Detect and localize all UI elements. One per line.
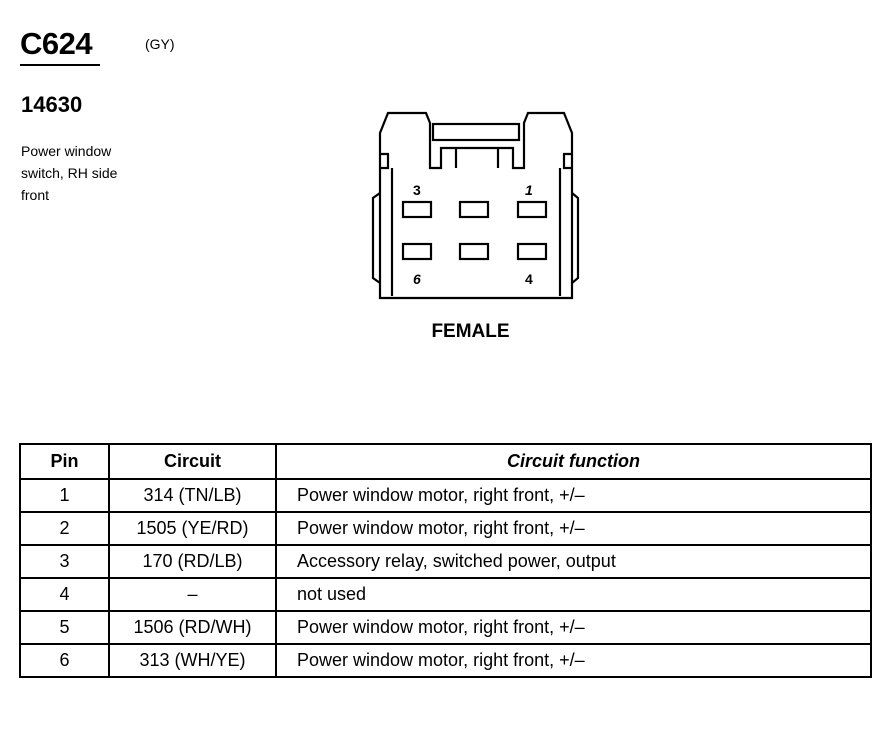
connector-body-outline bbox=[378, 111, 574, 300]
cavity-label-1: 1 bbox=[525, 182, 533, 198]
connector-description: Power window switch, RH side front bbox=[21, 140, 161, 206]
pin-cell: 3 bbox=[19, 544, 110, 579]
color-code: (GY) bbox=[145, 36, 175, 52]
connector-gender: FEMALE bbox=[431, 321, 510, 342]
circuit-cell: 314 (TN/LB) bbox=[108, 478, 277, 513]
connector-id: C624 bbox=[20, 26, 100, 66]
circuit-cell: – bbox=[108, 577, 277, 612]
function-cell: Accessory relay, switched power, output bbox=[275, 544, 872, 579]
function-cell: Power window motor, right front, +/– bbox=[275, 478, 872, 513]
right-notch bbox=[562, 152, 572, 170]
cavity bbox=[401, 242, 433, 261]
left-notch bbox=[380, 152, 390, 170]
table-row: 3 170 (RD/LB) Accessory relay, switched … bbox=[19, 544, 872, 579]
pin-cell: 6 bbox=[19, 643, 110, 678]
table-row: 5 1506 (RD/WH) Power window motor, right… bbox=[19, 610, 872, 645]
header-pin: Pin bbox=[19, 443, 110, 480]
pin-cell: 2 bbox=[19, 511, 110, 546]
cavity-label-4: 4 bbox=[525, 271, 533, 287]
description-line: Power window bbox=[21, 143, 112, 159]
latch-inner bbox=[454, 148, 500, 168]
table-row: 2 1505 (YE/RD) Power window motor, right… bbox=[19, 511, 872, 546]
table-row: 1 314 (TN/LB) Power window motor, right … bbox=[19, 478, 872, 513]
circuit-cell: 313 (WH/YE) bbox=[108, 643, 277, 678]
header-circuit-function: Circuit function bbox=[275, 443, 872, 480]
cavity-label-6: 6 bbox=[413, 271, 421, 287]
circuit-cell: 1505 (YE/RD) bbox=[108, 511, 277, 546]
cavity bbox=[516, 200, 548, 219]
pin-cell: 5 bbox=[19, 610, 110, 645]
function-cell: Power window motor, right front, +/– bbox=[275, 511, 872, 546]
cavity bbox=[458, 242, 490, 261]
header-circuit: Circuit bbox=[108, 443, 277, 480]
cavity bbox=[458, 200, 490, 219]
circuit-cell: 1506 (RD/WH) bbox=[108, 610, 277, 645]
description-line: switch, RH side bbox=[21, 165, 118, 181]
side-rib-right bbox=[571, 192, 580, 284]
side-rib-left bbox=[371, 192, 381, 284]
part-number: 14630 bbox=[21, 92, 83, 117]
pin-table: Pin Circuit Circuit function 1 314 (TN/L… bbox=[19, 443, 872, 678]
cavity bbox=[516, 242, 548, 261]
table-header-row: Pin Circuit Circuit function bbox=[19, 443, 872, 480]
cavity bbox=[401, 200, 433, 219]
cavity-label-3: 3 bbox=[413, 182, 421, 198]
function-cell: Power window motor, right front, +/– bbox=[275, 610, 872, 645]
function-cell: not used bbox=[275, 577, 872, 612]
circuit-cell: 170 (RD/LB) bbox=[108, 544, 277, 579]
connector-face-diagram: 3 1 6 4 bbox=[371, 111, 580, 300]
description-line: front bbox=[21, 187, 50, 203]
table-row: 4 – not used bbox=[19, 577, 872, 612]
table-row: 6 313 (WH/YE) Power window motor, right … bbox=[19, 643, 872, 678]
pin-cell: 4 bbox=[19, 577, 110, 612]
function-cell: Power window motor, right front, +/– bbox=[275, 643, 872, 678]
pin-cell: 1 bbox=[19, 478, 110, 513]
latch-tab bbox=[431, 122, 521, 142]
